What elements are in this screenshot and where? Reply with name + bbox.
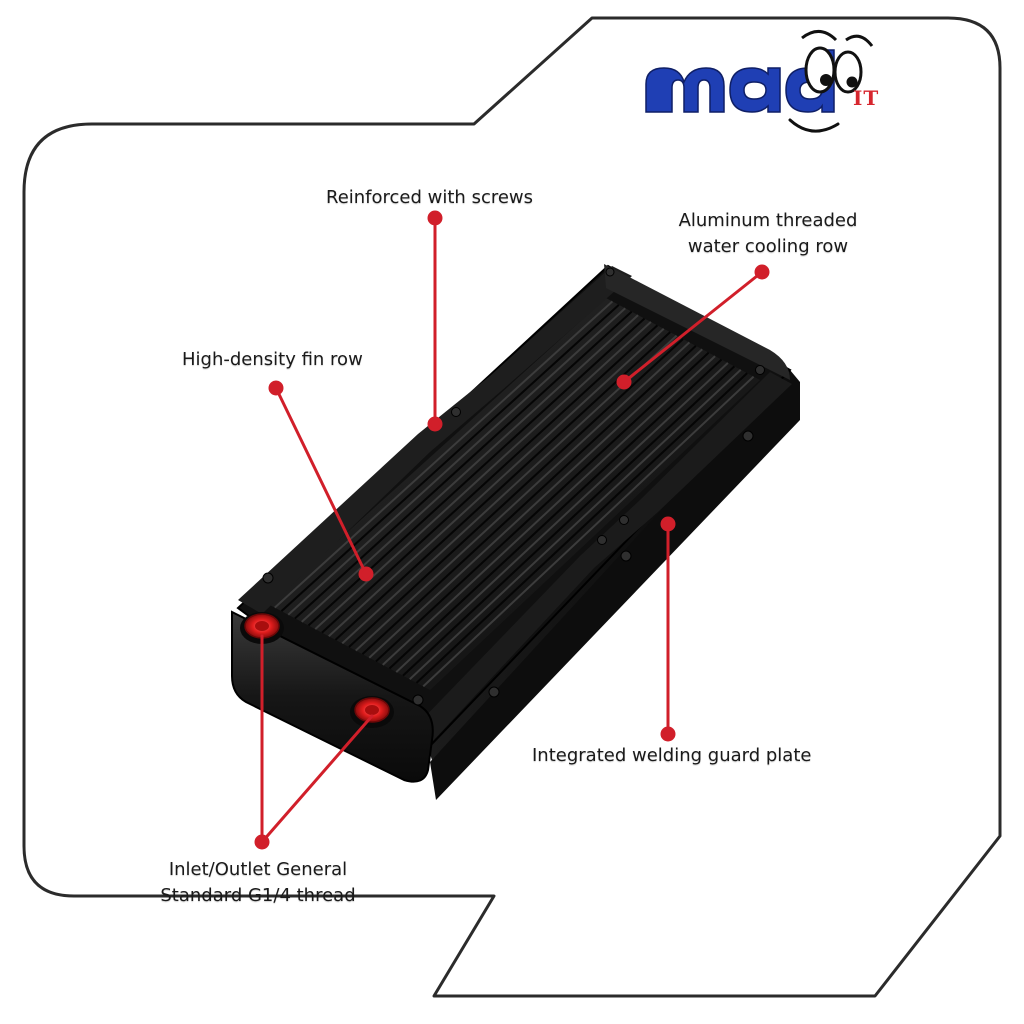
callout-aluminum-row-line-1: Aluminum threaded	[678, 210, 858, 231]
callout-welding-plate: Integrated welding guard plate	[532, 745, 812, 766]
callout-aluminum-row-line-2: water cooling row	[687, 236, 849, 257]
fin-line	[395, 362, 729, 673]
radiator-product	[231, 264, 800, 800]
fin-line	[334, 331, 671, 641]
bottom-end-tank	[231, 610, 434, 783]
fin-line	[294, 310, 633, 620]
fin-line	[382, 355, 716, 666]
fin-line	[402, 365, 736, 677]
fin-line	[368, 348, 703, 659]
fin-line	[388, 358, 723, 670]
callout-inlet-outlet-line-2: Standard G1/4 thread	[160, 885, 356, 906]
fin-line	[301, 314, 639, 623]
logo-eyes-icon	[788, 30, 874, 133]
top-guard-plate	[238, 266, 632, 614]
outlet-port-icon	[350, 696, 394, 728]
fin-line	[415, 372, 748, 684]
decorative-frame	[22, 16, 1002, 998]
logo-letter-a	[729, 67, 781, 113]
brand-logo	[645, 30, 874, 133]
inlet-port-icon	[240, 612, 284, 644]
callout-pointers	[254, 210, 770, 850]
fin-line	[422, 375, 755, 688]
logo-letter-m	[645, 67, 725, 113]
callout-aluminum-row: Aluminum threaded water cooling row	[670, 208, 866, 260]
screws	[262, 267, 765, 706]
callout-fin-row: High-density fin row	[182, 349, 363, 370]
callout-reinforced-screws: Reinforced with screws	[326, 187, 534, 208]
fin-line	[274, 300, 614, 609]
fin-line	[409, 369, 742, 680]
fin-line	[355, 341, 691, 652]
fin-line	[361, 345, 697, 655]
fin-line	[287, 307, 626, 616]
callout-inlet-outlet: Inlet/Outlet General Standard G1/4 threa…	[150, 857, 366, 909]
fin-line	[328, 328, 665, 637]
brand-suffix: IT	[853, 86, 880, 110]
fin-line	[321, 324, 659, 634]
fin-line	[375, 351, 710, 663]
fin-line	[348, 338, 684, 648]
fin-line	[280, 304, 620, 612]
bottom-guard-plate	[416, 372, 792, 742]
callout-inlet-outlet-line-1: Inlet/Outlet General	[168, 859, 348, 880]
